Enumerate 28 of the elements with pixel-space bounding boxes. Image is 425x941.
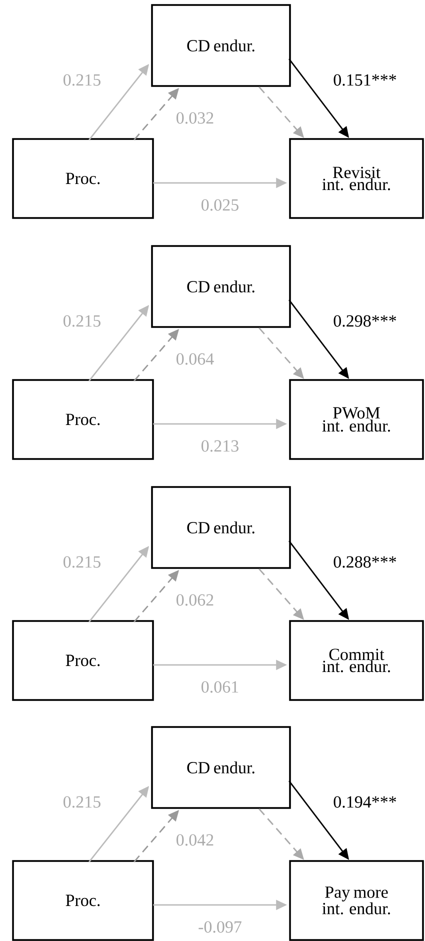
variable-box: Proc. — [12, 860, 154, 941]
edge-label: -0.097 — [197, 920, 243, 934]
variable-box: Proc. — [12, 138, 154, 219]
edge-label: 0.213 — [200, 439, 240, 453]
variable-box: PWoM int. endur. — [289, 379, 424, 460]
edge-label: 0.062 — [174, 593, 216, 607]
edge-label: 0.061 — [200, 680, 240, 694]
edge-label: 0.215 — [62, 73, 102, 87]
edge-label: 0.215 — [62, 795, 102, 809]
variable-box: CD endur. — [151, 486, 291, 569]
variable-box: CD endur. — [151, 245, 291, 328]
edge-label: 0.025 — [200, 198, 240, 212]
edge-label: 0.042 — [174, 833, 216, 847]
variable-box: Proc. — [12, 379, 154, 460]
variable-box: CD endur. — [151, 4, 291, 87]
edge-label: 0.194*** — [332, 795, 398, 809]
edge-label: 0.151*** — [332, 73, 398, 87]
edge-label: 0.288*** — [332, 555, 398, 569]
variable-box: Proc. — [12, 620, 154, 701]
variable-box: CD endur. — [151, 726, 291, 809]
variable-box: Revisit int. endur. — [289, 138, 424, 219]
edge-label: 0.298*** — [332, 314, 398, 328]
edge-label: 0.064 — [174, 352, 216, 366]
variable-box: Pay more int. endur. — [289, 860, 424, 941]
edge-label: 0.215 — [62, 555, 102, 569]
edge-label: 0.215 — [62, 314, 102, 328]
variable-box: Commit int. endur. — [289, 620, 424, 701]
edge-label: 0.032 — [174, 111, 216, 125]
